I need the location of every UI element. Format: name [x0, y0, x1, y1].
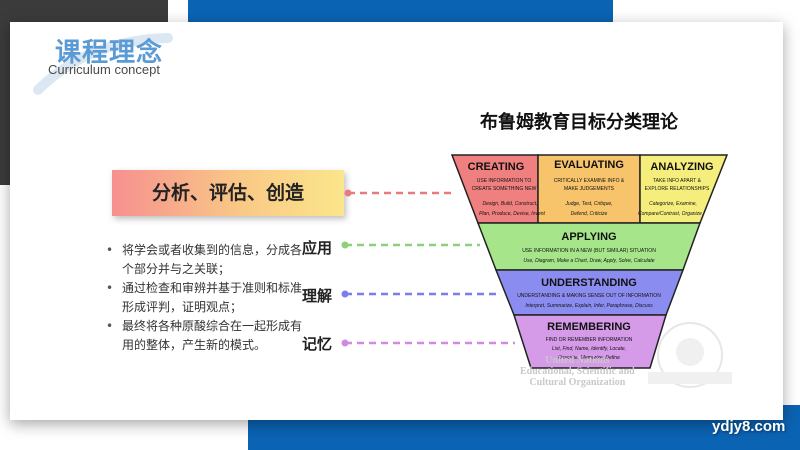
level-verbs: Design, Build, Construct, — [482, 201, 537, 207]
level-name: CREATING — [468, 161, 525, 173]
level-desc: TAKE INFO APART & — [653, 178, 702, 184]
level-desc: CREATE SOMETHING NEW — [472, 186, 537, 192]
label-understand: 理解 — [302, 287, 333, 305]
unesco-emblem — [648, 322, 732, 388]
emblem-ring — [657, 322, 723, 388]
level-desc: EXPLORE RELATIONSHIPS — [645, 186, 710, 192]
level-verbs: Defend, Criticize — [571, 211, 608, 217]
watermark-line: Educational, Scientific and — [520, 366, 635, 377]
connector-dot — [341, 241, 349, 249]
title-swoosh — [33, 33, 173, 95]
level-name: UNDERSTANDING — [541, 277, 637, 289]
level-desc: USE INFORMATION IN A NEW (BUT SIMILAR) S… — [522, 248, 656, 254]
level-remembering — [512, 314, 668, 369]
highlight-text: 分析、评估、创造 — [151, 182, 304, 204]
connector-dot — [341, 290, 349, 298]
level-verbs: Judge, Test, Critique, — [564, 201, 612, 207]
label-apply: 应用 — [302, 239, 333, 257]
emblem-banner — [648, 372, 732, 384]
level-desc: MAKE JUDGEMENTS — [564, 186, 615, 192]
bullet-item: • 通过检查和审辨并基于准则和标准形成评判，证明观点； — [106, 279, 303, 317]
level-name: REMEMBERING — [547, 321, 631, 333]
level-desc: CRITICALLY EXAMINE INFO & — [554, 178, 625, 184]
watermark-text: United Nations Educational, Scientific a… — [520, 355, 635, 388]
decor-blue-top-bar — [188, 0, 613, 26]
bullet-list: • 将学会或者收集到的信息，分成各个部分并与之关联； • 通过检查和审辨并基于准则和… — [106, 241, 303, 355]
page-subtitle: Curriculum concept — [48, 62, 160, 77]
bullet-dot: • — [106, 281, 114, 295]
emblem-center — [676, 338, 704, 366]
connector-dot — [344, 189, 352, 197]
level-name: APPLYING — [561, 231, 616, 243]
page-title: 课程理念 — [55, 38, 164, 68]
watermark-line: United Nations — [545, 355, 610, 366]
level-verbs: List, Find, Name, Identify, Locate, — [552, 346, 626, 352]
level-name: EVALUATING — [554, 159, 624, 171]
connector-dot — [341, 339, 349, 347]
bullet-text: 将学会或者收集到的信息，分成各个部分并与之关联； — [122, 243, 303, 276]
level-verbs: Plan, Produce, Devise, Invent — [479, 211, 545, 217]
bullet-text: 最终将各种原酸综合在一起形成有用的整体，产生新的模式。 — [122, 319, 303, 352]
bullet-item: • 最终将各种原酸综合在一起形成有用的整体，产生新的模式。 — [106, 317, 303, 355]
connector-lines — [341, 189, 515, 347]
level-desc: USE INFORMATION TO — [477, 178, 532, 184]
diagram-title: 布鲁姆教育目标分类理论 — [480, 112, 678, 133]
watermark-line: Cultural Organization — [529, 377, 626, 388]
level-verbs: Interpret, Summarize, Explain, Infer, Pa… — [525, 303, 653, 309]
level-verbs: Use, Diagram, Make a Chart, Draw, Apply,… — [523, 258, 654, 264]
bullet-dot: • — [106, 243, 114, 257]
level-verbs: Compare/Contrast, Organize — [638, 211, 702, 217]
level-verbs: Describe, Memorize, Define — [558, 355, 620, 361]
level-verbs: Categorize, Examine, — [649, 201, 697, 207]
label-remember: 记忆 — [302, 335, 333, 353]
bullet-dot: • — [106, 319, 114, 333]
highlight-box: 分析、评估、创造 — [112, 170, 344, 216]
bullet-text: 通过检查和审辨并基于准则和标准形成评判，证明观点； — [122, 281, 303, 314]
bullet-item: • 将学会或者收集到的信息，分成各个部分并与之关联； — [106, 241, 303, 279]
level-desc: UNDERSTANDING & MAKING SENSE OUT OF INFO… — [517, 293, 661, 299]
level-name: ANALYZING — [650, 161, 713, 173]
level-desc: FIND OR REMEMBER INFORMATION — [546, 337, 633, 343]
site-watermark: ydjy8.com — [712, 418, 786, 435]
